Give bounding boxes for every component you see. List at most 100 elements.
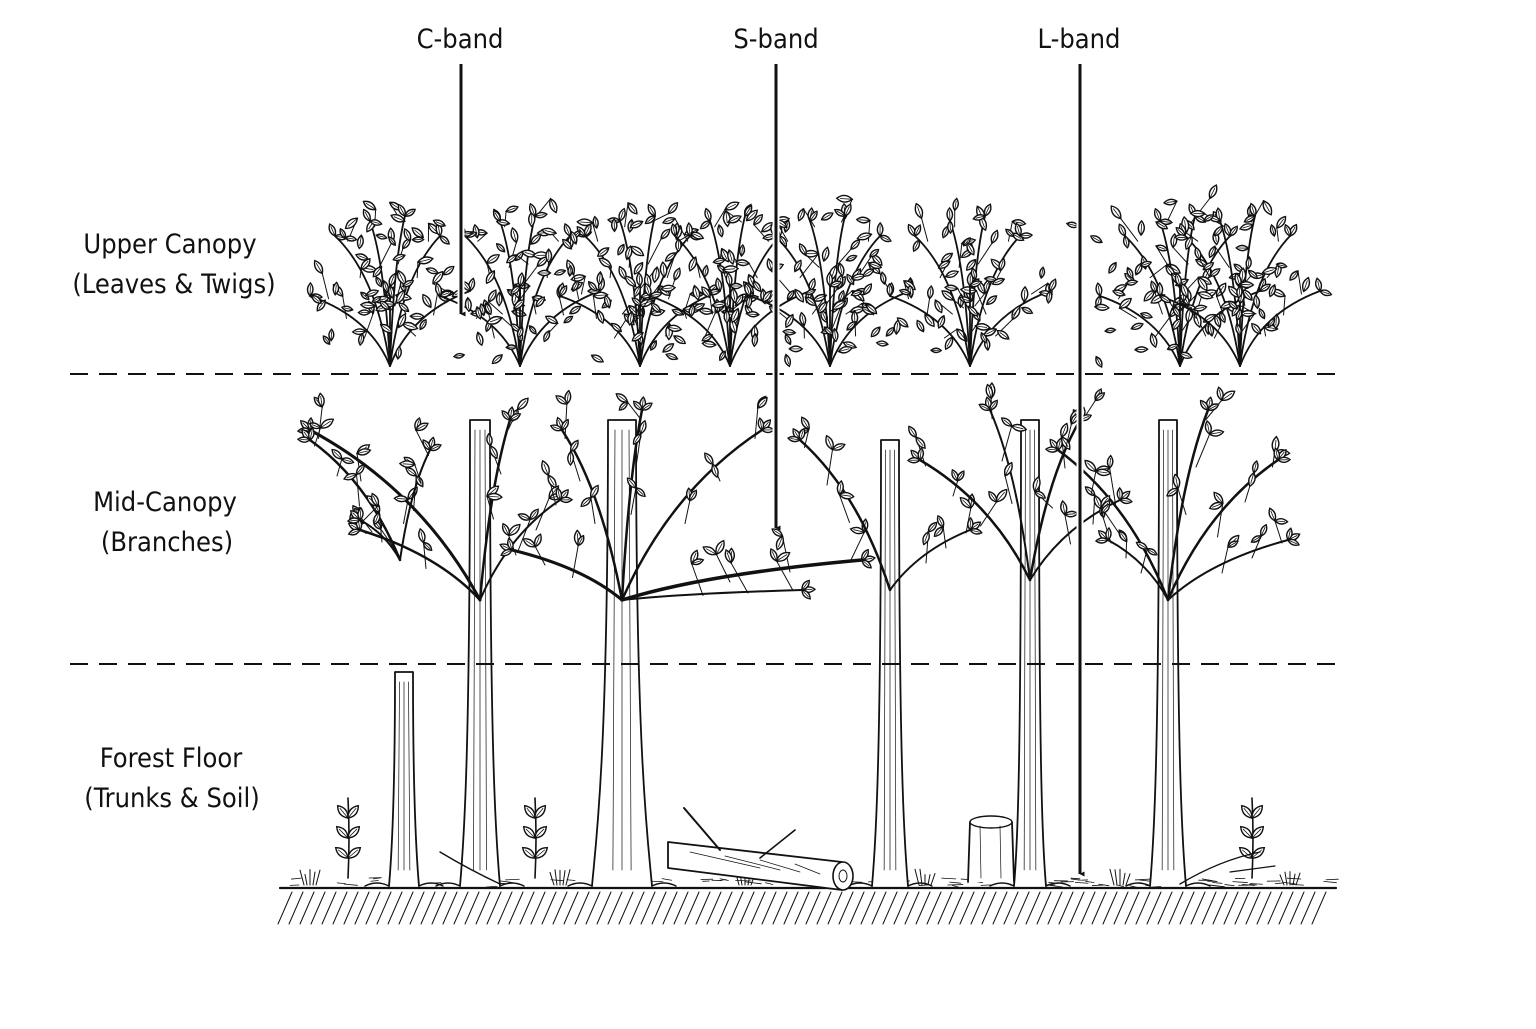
litter bbox=[291, 878, 301, 879]
grass-blade bbox=[563, 871, 565, 885]
soil-hatch bbox=[1301, 892, 1315, 924]
soil-hatch bbox=[1081, 892, 1095, 924]
shrub-twig bbox=[593, 296, 596, 319]
soil-hatch bbox=[630, 892, 644, 924]
litter bbox=[765, 883, 772, 885]
soil-hatch bbox=[740, 892, 754, 924]
shrub-twig bbox=[978, 243, 992, 264]
soil-hatch bbox=[1290, 892, 1304, 924]
shrub-twig bbox=[1150, 264, 1167, 277]
forest-floor-title: Forest Floor bbox=[31, 739, 311, 779]
twig bbox=[943, 527, 946, 548]
l-band-label: L-band bbox=[999, 20, 1159, 60]
twig bbox=[827, 450, 833, 485]
soil-hatch bbox=[1268, 892, 1282, 924]
tree-root bbox=[568, 883, 592, 886]
soil-hatch bbox=[1224, 892, 1238, 924]
grass-blade bbox=[305, 874, 307, 885]
litter bbox=[1075, 882, 1088, 883]
leaf-vein bbox=[830, 276, 831, 286]
tree-branch bbox=[622, 560, 862, 600]
soil-hatch bbox=[872, 892, 886, 924]
soil-hatch bbox=[1158, 892, 1172, 924]
soil-hatch bbox=[564, 892, 578, 924]
soil-hatch bbox=[1092, 892, 1106, 924]
soil-hatch bbox=[586, 892, 600, 924]
soil-hatch bbox=[289, 892, 303, 924]
tree-branch bbox=[800, 440, 890, 590]
soil-hatch bbox=[333, 892, 347, 924]
soil-hatch bbox=[960, 892, 974, 924]
leaf-vein bbox=[356, 331, 366, 332]
soil-hatch bbox=[784, 892, 798, 924]
grass-blade bbox=[1110, 869, 1114, 885]
litter bbox=[950, 882, 961, 883]
shrub-twig bbox=[417, 262, 418, 278]
twig bbox=[1065, 515, 1071, 544]
soil-hatch bbox=[399, 892, 413, 924]
soil-hatch bbox=[905, 892, 919, 924]
soil-hatch bbox=[377, 892, 391, 924]
shrub-twig bbox=[1120, 308, 1137, 318]
soil-hatch bbox=[1103, 892, 1117, 924]
litter bbox=[1324, 881, 1337, 882]
soil-hatch bbox=[575, 892, 589, 924]
soil-hatch bbox=[1202, 892, 1216, 924]
soil-hatch bbox=[454, 892, 468, 924]
soil-hatch bbox=[1257, 892, 1271, 924]
soil-hatch bbox=[476, 892, 490, 924]
soil-hatch bbox=[355, 892, 369, 924]
soil-hatch bbox=[1125, 892, 1139, 924]
twig bbox=[1222, 547, 1228, 573]
litter bbox=[952, 885, 958, 887]
grass-blade bbox=[316, 870, 320, 885]
soil-hatch bbox=[817, 892, 831, 924]
twig bbox=[777, 561, 793, 591]
soil-hatch bbox=[652, 892, 666, 924]
grass-blade bbox=[566, 870, 570, 885]
c-band-label: C-band bbox=[380, 20, 540, 60]
shrub-stem bbox=[1240, 291, 1320, 366]
forest-floor-subtitle: (Trunks & Soil) bbox=[32, 779, 312, 819]
soil-hatch bbox=[421, 892, 435, 924]
shrub-twig bbox=[922, 218, 928, 241]
soil-hatch bbox=[410, 892, 424, 924]
leaf-vein bbox=[301, 440, 310, 441]
grass-blade bbox=[300, 870, 304, 885]
shrub-twig bbox=[379, 242, 392, 267]
soil-hatch bbox=[949, 892, 963, 924]
grass-blade bbox=[928, 875, 930, 885]
leaf-vein bbox=[1240, 284, 1251, 285]
tree-branch bbox=[360, 530, 480, 600]
litter bbox=[337, 883, 345, 884]
soil-hatch bbox=[641, 892, 655, 924]
soil-hatch bbox=[465, 892, 479, 924]
grass-blade bbox=[931, 873, 935, 885]
s-band-label: S-band bbox=[696, 20, 856, 60]
grass-blade bbox=[1123, 873, 1125, 885]
twig bbox=[685, 501, 690, 524]
litter bbox=[505, 879, 519, 880]
soil-hatch bbox=[300, 892, 314, 924]
litter bbox=[1275, 883, 1283, 884]
grass-blade bbox=[555, 870, 557, 885]
litter bbox=[1208, 885, 1224, 887]
soil-hatch bbox=[839, 892, 853, 924]
soil-hatch bbox=[1037, 892, 1051, 924]
twig bbox=[591, 498, 595, 524]
soil-hatch bbox=[498, 892, 512, 924]
litter bbox=[567, 880, 575, 881]
soil-hatch bbox=[311, 892, 325, 924]
soil-hatch bbox=[1213, 892, 1227, 924]
shrub-twig bbox=[1154, 317, 1170, 338]
litter bbox=[1139, 880, 1149, 881]
tree-root bbox=[365, 883, 389, 886]
soil-hatch bbox=[1279, 892, 1293, 924]
soil-hatch bbox=[1191, 892, 1205, 924]
twig bbox=[319, 407, 323, 439]
litter bbox=[1326, 879, 1338, 880]
soil-hatch bbox=[1180, 892, 1194, 924]
litter bbox=[1048, 885, 1062, 887]
grass-blade bbox=[1115, 870, 1117, 885]
soil-hatch bbox=[1136, 892, 1150, 924]
